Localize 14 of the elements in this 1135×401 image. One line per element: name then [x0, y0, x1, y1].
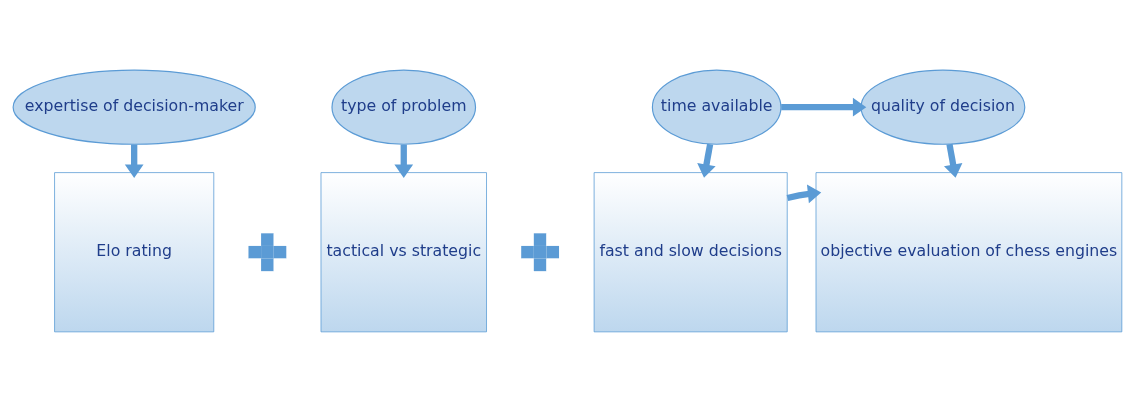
- arrow: [781, 97, 867, 117]
- node-ellipse: expertise of decision-maker: [12, 69, 256, 145]
- node-box: fast and slow decisions: [593, 171, 788, 332]
- arrow: [786, 184, 822, 203]
- arrow: [124, 144, 144, 178]
- node-box: tactical vs strategic: [320, 171, 487, 332]
- arrow: [697, 143, 716, 178]
- node-ellipse: time available: [651, 69, 782, 145]
- arrow: [394, 144, 414, 178]
- node-box: objective evaluation of chess engines: [815, 171, 1123, 332]
- arrow: [943, 143, 963, 178]
- node-box: Elo rating: [54, 171, 215, 332]
- node-ellipse: type of problem: [331, 69, 477, 145]
- node-ellipse: quality of decision: [860, 69, 1026, 145]
